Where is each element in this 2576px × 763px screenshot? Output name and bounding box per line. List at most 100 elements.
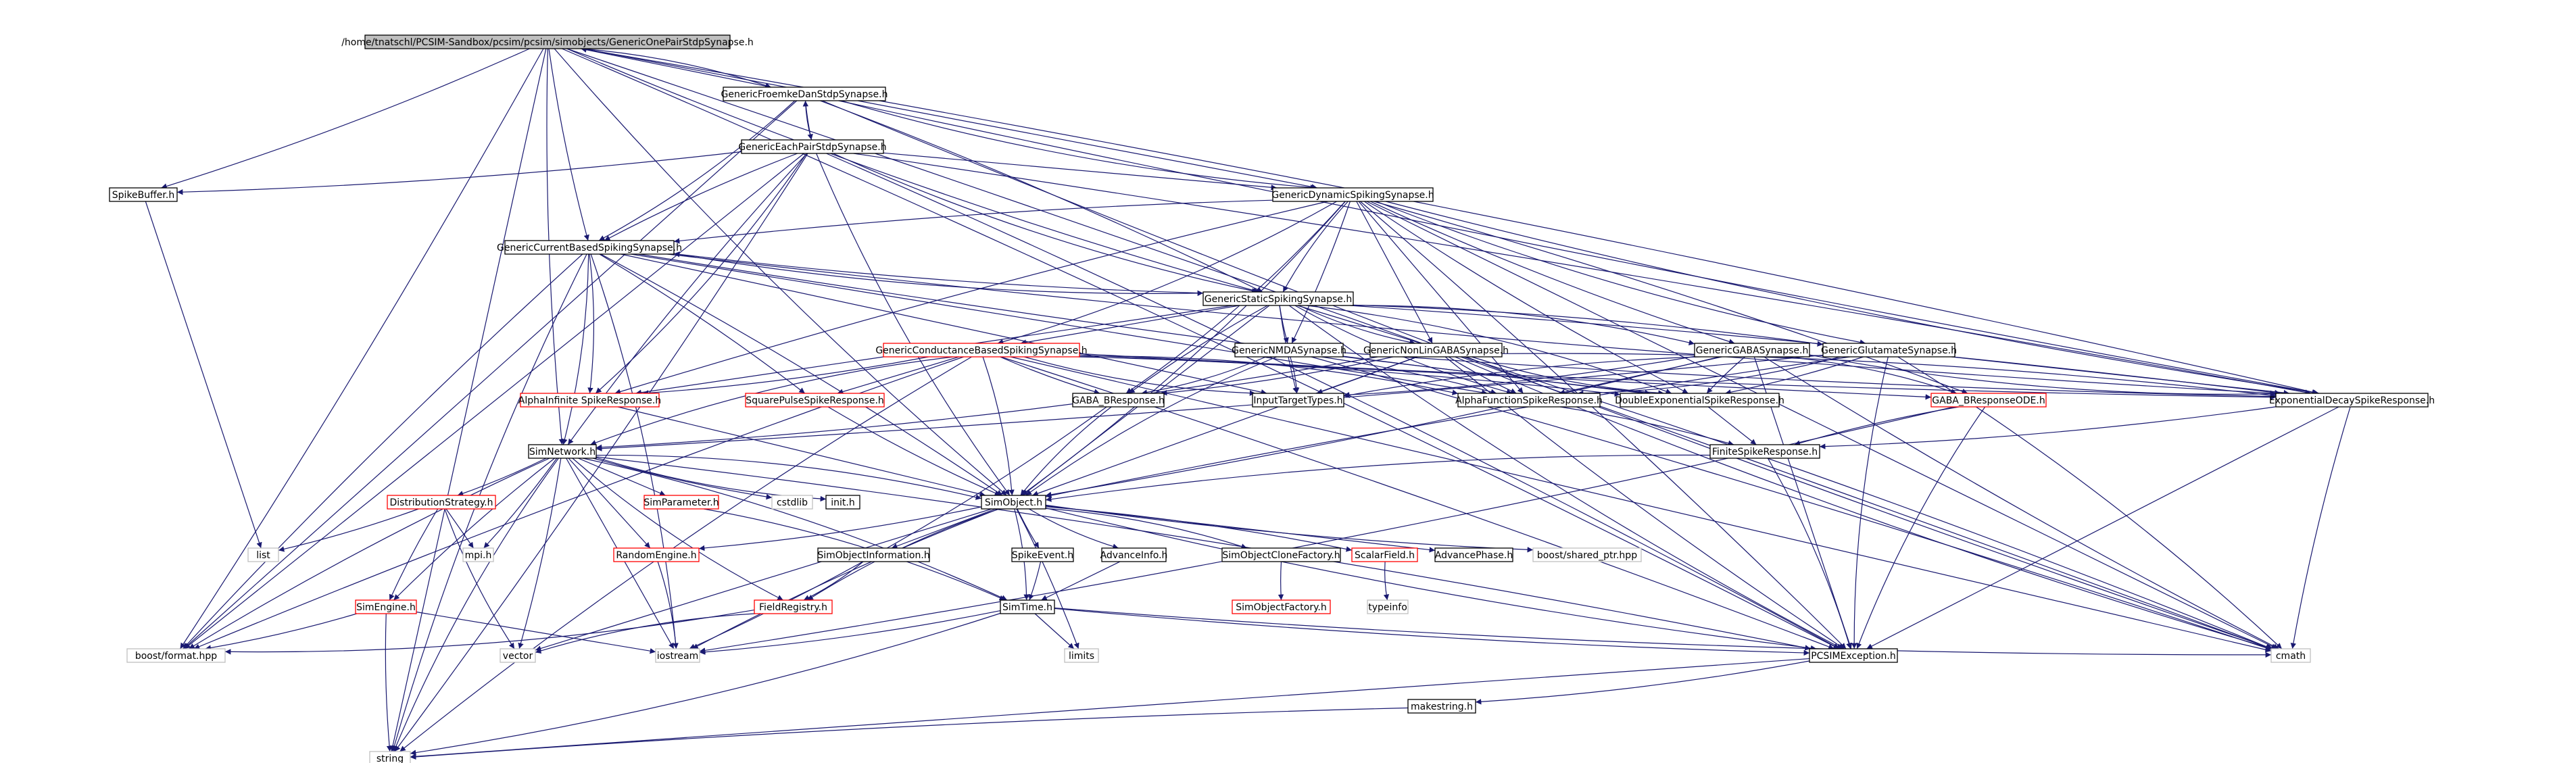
node-box-finite [1709,444,1820,459]
node-conductance[interactable]: GenericConductanceBasedSpikingSynapse.h [875,343,1088,358]
edge-nmda-to-alphafunc [1321,356,1497,395]
node-randomengine[interactable]: RandomEngine.h [613,547,700,562]
node-box-inputtarget [1252,393,1344,408]
edge-dynamic-to-cmath [1366,201,2277,649]
node-label-boostformat: boost/format.hpp [135,651,217,662]
node-static[interactable]: GenericStaticSpikingSynapse.h [1202,291,1354,306]
edge-root-to-spikebuffer [161,48,530,189]
edge-root-to-simobject [554,48,1007,496]
edge-gaba-to-doubleexp [1706,356,1745,394]
node-pcsimexception[interactable]: PCSIMException.h [1809,648,1898,663]
edge-gababresp-to-simobject [1020,406,1112,496]
node-alphafunc[interactable]: AlphaFunctionSpikeResponse.h [1455,393,1603,408]
node-clonefactory[interactable]: SimObjectCloneFactory.h [1221,547,1341,562]
node-box-static [1202,291,1354,306]
edge-nmda-to-gababresp [1141,356,1267,395]
node-gababode[interactable]: GABA_BResponseODE.h [1930,393,2047,408]
node-label-froemke: GenericFroemkeDanStdpSynapse.h [721,89,888,100]
node-simobjinfo[interactable]: SimObjectInformation.h [817,547,930,562]
edge-static-to-glutamate [1353,304,1824,347]
node-simnetwork[interactable]: SimNetwork.h [528,444,597,459]
node-alphainf[interactable]: AlphaInfinite SpikeResponse.h [518,393,661,408]
node-spikeevent[interactable]: SpikeEvent.h [1011,547,1074,562]
node-glutamate[interactable]: GenericGlutamateSynapse.h [1821,343,1957,358]
edge-simnetwork-to-simengine [393,458,556,601]
node-label-static: GenericStaticSpikingSynapse.h [1205,294,1352,305]
edge-simparameter-to-simtime [703,508,1006,601]
edge-nmda-to-simobject [1025,356,1278,496]
edge-eachpair-to-static [833,153,1258,294]
edge-simnetwork-to-simtime [582,458,1008,601]
edge-simnetwork-to-mpi [483,458,558,549]
node-advancephase[interactable]: AdvancePhase.h [1434,547,1513,562]
node-inth[interactable]: init.h [825,495,860,510]
node-label-glutamate: GenericGlutamateSynapse.h [1821,345,1957,356]
edge-clonefactory-to-simobjfactory [1278,561,1284,601]
node-box-list [247,547,279,562]
node-label-expdecay: ExponentialDecaySpikeResponse.h [2269,395,2435,406]
edge-gaba-to-cmath [1764,356,2279,649]
node-label-makestring: makestring.h [1411,702,1473,712]
node-doubleexp[interactable]: DoubleExponentialSpikeResponse.h [1615,393,1784,408]
edge-simnetwork-to-distribution [457,458,547,497]
node-simengine[interactable]: SimEngine.h [355,599,417,614]
edge-advanceinfo-to-simtime [1041,561,1121,601]
node-label-fieldregistry: FieldRegistry.h [759,602,827,613]
node-box-current [504,240,675,255]
node-root[interactable]: /home/tnatschl/PCSIM-Sandbox/pcsim/pcsim… [341,34,754,49]
node-cmath: cmath [2270,648,2311,663]
node-spikebuffer[interactable]: SpikeBuffer.h [109,187,178,202]
edge-glutamate-to-simnetwork [596,354,1824,451]
node-current[interactable]: GenericCurrentBasedSpikingSynapse.h [497,240,682,255]
node-label-gababresp: GABA_BResponse.h [1072,395,1165,406]
edge-simengine-to-iostream [416,611,656,654]
node-box-makestring [1407,699,1476,714]
node-simparameter[interactable]: SimParameter.h [643,495,719,510]
edge-conductance-to-cmath [1010,356,2272,653]
edge-glutamate-to-doubleexp [1725,356,1864,395]
node-box-squarepulse [745,393,885,408]
node-label-doubleexp: DoubleExponentialSpikeResponse.h [1615,395,1784,406]
node-box-spikebuffer [109,187,178,202]
edge-dynamic-to-conductance [997,201,1337,345]
node-nonlingaba[interactable]: GenericNonLinGABASynapse.h [1363,343,1509,358]
node-nmda[interactable]: GenericNMDASynapse.h [1232,343,1346,358]
node-eachpair[interactable]: GenericEachPairStdpSynapse.h [738,139,887,154]
node-dynamic[interactable]: GenericDynamicSpikingSynapse.h [1271,187,1434,202]
node-box-simobjfactory [1232,599,1331,614]
node-expdecay[interactable]: ExponentialDecaySpikeResponse.h [2269,393,2435,408]
node-scalarfield[interactable]: ScalarField.h [1351,547,1418,562]
node-makestring[interactable]: makestring.h [1407,699,1476,714]
node-label-simparameter: SimParameter.h [643,497,719,508]
node-label-clonefactory: SimObjectCloneFactory.h [1222,550,1340,561]
edge-simobject-to-simobjinfo [891,508,996,549]
edge-nonlingaba-to-simnetwork [596,356,1378,450]
nodes-layer: /home/tnatschl/PCSIM-Sandbox/pcsim/pcsim… [109,34,2435,763]
edge-simnetwork-to-randomengine [568,458,651,549]
node-box-advanceinfo [1101,547,1167,562]
edge-current-to-simobject [600,253,1003,496]
node-simobject[interactable]: SimObject.h [981,495,1046,510]
edge-simnetwork-to-fieldregistry [572,458,783,601]
node-distribution[interactable]: DistributionStrategy.h [387,495,496,510]
node-inputtarget[interactable]: InputTargetTypes.h [1252,393,1344,408]
edge-dynamic-to-current [673,199,1273,244]
node-mpi: mpi.h [462,547,494,562]
edge-eachpair-to-pcsimexception [826,153,1840,649]
node-advanceinfo[interactable]: AdvanceInfo.h [1100,547,1168,562]
edge-current-to-inputtarget [621,253,1267,395]
node-gaba[interactable]: GenericGABASynapse.h [1694,343,1810,358]
node-box-gababresp [1072,393,1165,408]
node-box-expdecay [2275,393,2429,408]
node-box-simtime [1000,599,1055,614]
node-label-conductance: GenericConductanceBasedSpikingSynapse.h [875,345,1087,356]
node-finite[interactable]: FiniteSpikeResponse.h [1709,444,1820,459]
node-gababresp[interactable]: GABA_BResponse.h [1072,393,1165,408]
node-squarepulse[interactable]: SquarePulseSpikeResponse.h [745,393,885,408]
node-fieldregistry[interactable]: FieldRegistry.h [754,599,833,614]
node-simtime[interactable]: SimTime.h [1000,599,1055,614]
node-simobjfactory[interactable]: SimObjectFactory.h [1232,599,1331,614]
node-box-doubleexp [1620,393,1780,408]
edge-static-to-current [673,251,1204,294]
node-froemke[interactable]: GenericFroemkeDanStdpSynapse.h [721,87,888,101]
